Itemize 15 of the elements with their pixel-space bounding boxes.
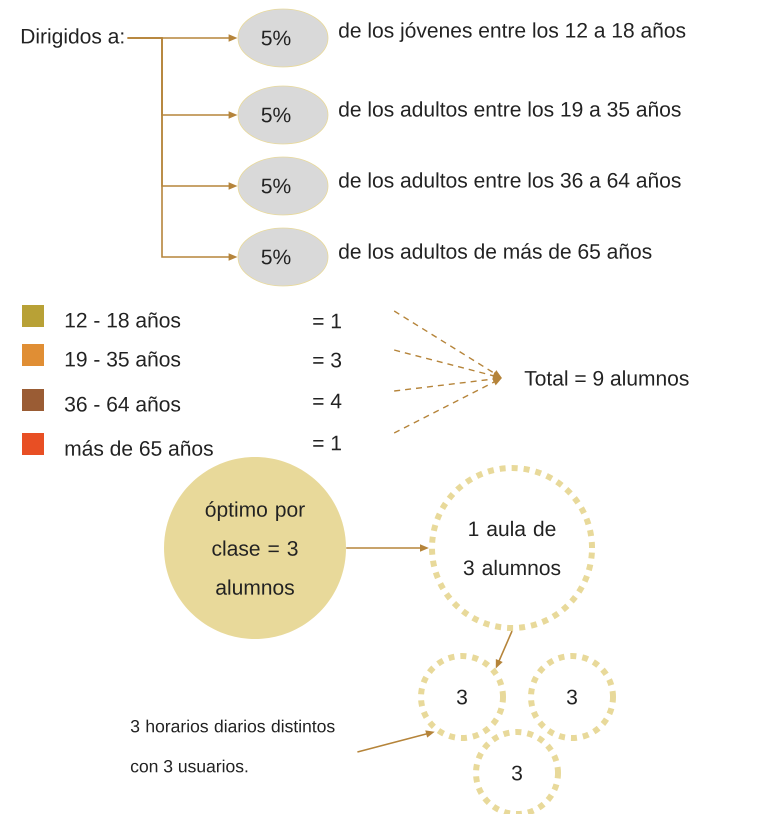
legend-label: 12 - 18 años <box>66 312 180 328</box>
description-text: de los adultos entre los 36 a 64 años <box>339 172 681 188</box>
text-label: = 4 <box>313 394 342 408</box>
description-text: de los jóvenes entre los 12 a 18 años <box>339 22 686 42</box>
description-text: de los adultos de más de 65 años <box>339 243 652 259</box>
text-label: Dirigidos a: <box>22 28 124 48</box>
text-label: = 1 <box>313 314 341 328</box>
text-label: Total = 9 alumnos <box>524 370 689 386</box>
text-label: = 1 <box>313 436 341 450</box>
legend-label: 19 - 35 años <box>66 351 180 367</box>
text-label: = 3 <box>313 352 342 368</box>
legend-label: 36 - 64 años <box>65 396 180 412</box>
legend-label: más de 65 años <box>66 440 213 456</box>
description-text: de los adultos entre los 19 a 35 años <box>339 101 681 117</box>
text-label: 3 horarios diarios distintos con 3 usuarios. <box>130 720 335 772</box>
